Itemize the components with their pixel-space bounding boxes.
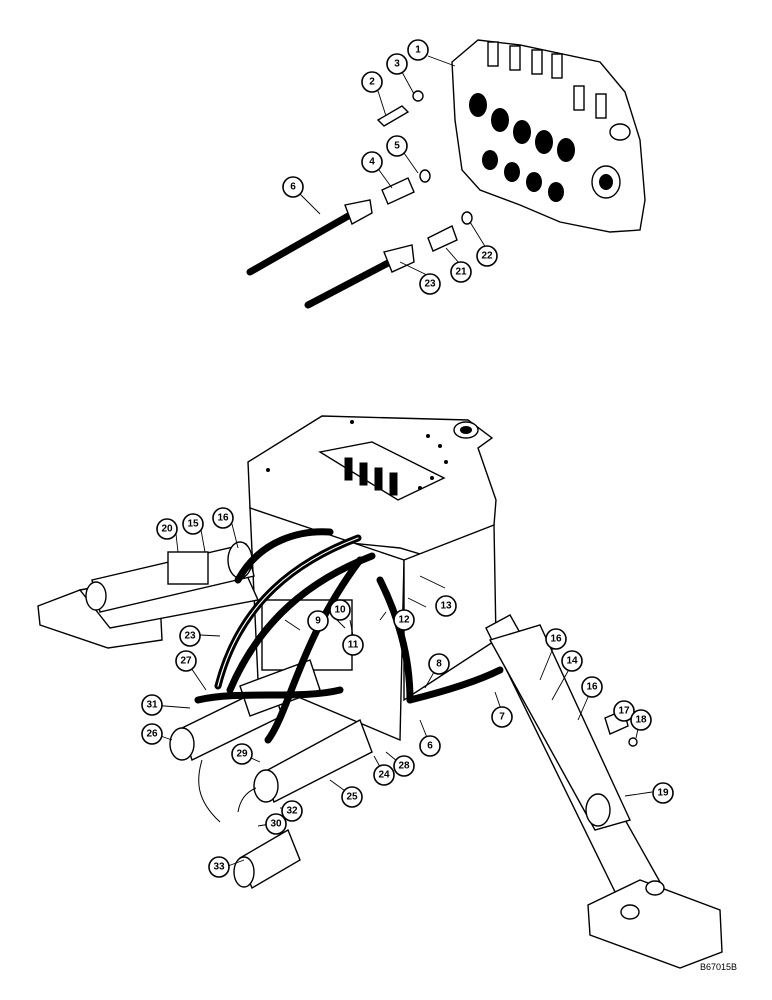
callout-label: 24 bbox=[378, 770, 390, 781]
callout-20: 20 bbox=[156, 518, 178, 540]
callout-label: 2 bbox=[369, 77, 375, 88]
callout-29: 29 bbox=[231, 743, 253, 765]
callout-label: 16 bbox=[586, 682, 598, 693]
callout-32: 32 bbox=[281, 800, 303, 822]
callout-18: 18 bbox=[630, 709, 652, 731]
callout-label: 27 bbox=[180, 656, 192, 667]
callout-label: 23 bbox=[424, 279, 436, 290]
figure-id: B67015B bbox=[700, 962, 738, 972]
callout-label: 3 bbox=[394, 59, 400, 70]
callout-16-right-upper: 16 bbox=[545, 628, 567, 650]
callout-label: 30 bbox=[270, 819, 282, 830]
callout-label: 33 bbox=[213, 862, 225, 873]
callout-30: 30 bbox=[265, 813, 287, 835]
callout-label: 13 bbox=[440, 601, 452, 612]
callout-label: 6 bbox=[290, 182, 296, 193]
callout-label: 1 bbox=[415, 45, 421, 56]
callout-23-top: 23 bbox=[419, 273, 441, 295]
callout-21: 21 bbox=[450, 261, 472, 283]
callout-label: 19 bbox=[657, 788, 669, 799]
callout-2: 2 bbox=[361, 71, 383, 93]
callout-24: 24 bbox=[373, 764, 395, 786]
callout-8: 8 bbox=[428, 653, 450, 675]
callout-3: 3 bbox=[386, 53, 408, 75]
callout-33: 33 bbox=[208, 856, 230, 878]
control-valve-assembly bbox=[246, 39, 646, 309]
callout-26: 26 bbox=[141, 723, 163, 745]
callout-1: 1 bbox=[407, 39, 429, 61]
callout-4: 4 bbox=[361, 151, 383, 173]
callout-31: 31 bbox=[141, 694, 163, 716]
callout-label: 26 bbox=[146, 729, 158, 740]
callout-17: 17 bbox=[613, 700, 635, 722]
callout-label: 17 bbox=[618, 706, 630, 717]
callout-27: 27 bbox=[175, 650, 197, 672]
callout-11: 11 bbox=[342, 634, 364, 656]
callout-28: 28 bbox=[393, 755, 415, 777]
callout-label: 23 bbox=[184, 631, 196, 642]
callout-label: 31 bbox=[146, 700, 158, 711]
callout-6-top: 6 bbox=[282, 176, 304, 198]
callout-label: 16 bbox=[217, 513, 229, 524]
callout-label: 10 bbox=[334, 605, 346, 616]
callout-label: 8 bbox=[436, 659, 442, 670]
callout-label: 21 bbox=[455, 267, 467, 278]
callout-25: 25 bbox=[341, 786, 363, 808]
callout-label: 6 bbox=[427, 741, 433, 752]
callout-label: 14 bbox=[566, 656, 578, 667]
callout-23-left: 23 bbox=[179, 625, 201, 647]
callout-label: 5 bbox=[394, 141, 400, 152]
callout-label: 15 bbox=[187, 519, 199, 530]
callout-14: 14 bbox=[561, 650, 583, 672]
callout-15: 15 bbox=[182, 513, 204, 535]
callout-5: 5 bbox=[386, 135, 408, 157]
stabilizer-frame-assembly bbox=[37, 415, 723, 969]
callout-label: 16 bbox=[550, 634, 562, 645]
callout-9: 9 bbox=[307, 610, 329, 632]
callout-label: 25 bbox=[346, 792, 358, 803]
callouts: 1 2 3 4 5 6 23 21 22 20 15 16 23 9 10 11… bbox=[141, 39, 674, 878]
callout-6-bottom: 6 bbox=[419, 735, 441, 757]
callout-label: 11 bbox=[348, 640, 359, 651]
callout-label: 32 bbox=[286, 806, 298, 817]
callout-10: 10 bbox=[329, 599, 351, 621]
callout-label: 18 bbox=[635, 715, 647, 726]
callout-13: 13 bbox=[435, 595, 457, 617]
callout-22: 22 bbox=[476, 245, 498, 267]
callout-label: 22 bbox=[481, 251, 493, 262]
callout-label: 7 bbox=[499, 712, 505, 723]
callout-label: 28 bbox=[398, 761, 410, 772]
callout-7: 7 bbox=[491, 706, 513, 728]
callout-label: 9 bbox=[315, 616, 321, 627]
callout-16-left: 16 bbox=[212, 507, 234, 529]
callout-12: 12 bbox=[393, 609, 415, 631]
callout-19: 19 bbox=[652, 782, 674, 804]
callout-label: 29 bbox=[236, 749, 248, 760]
callout-label: 20 bbox=[161, 524, 173, 535]
callout-16-right-lower: 16 bbox=[581, 676, 603, 698]
callout-label: 12 bbox=[398, 615, 410, 626]
callout-label: 4 bbox=[369, 157, 375, 168]
